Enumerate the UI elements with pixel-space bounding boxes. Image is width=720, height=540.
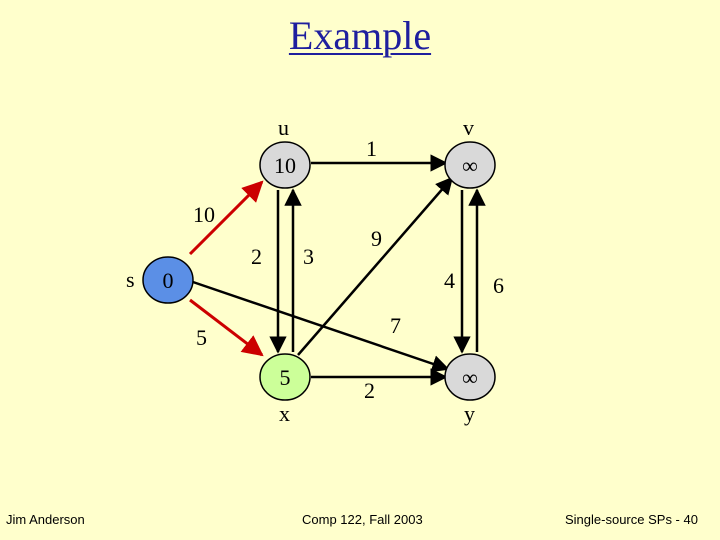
footer-author: Jim Anderson <box>6 512 85 527</box>
edge-label-u-v: 1 <box>366 136 377 161</box>
node-y: ∞ <box>444 353 496 401</box>
node-s-value: 0 <box>163 268 174 293</box>
node-s-circle <box>142 256 194 304</box>
node-name-v: v <box>463 115 474 140</box>
edge-x-v <box>297 176 454 356</box>
node-name-u: u <box>278 115 289 140</box>
node-v-circle <box>444 141 496 189</box>
node-y-circle <box>444 353 496 401</box>
node-s: 0 <box>142 256 194 304</box>
node-x-circle <box>259 353 311 401</box>
node-u-value: 10 <box>274 153 296 178</box>
footer-page-number: Single-source SPs - 40 <box>565 512 698 527</box>
node-name-y: y <box>464 401 475 426</box>
node-x: 5 <box>259 353 311 401</box>
node-v-value: ∞ <box>462 153 478 178</box>
node-name-s: s <box>126 267 135 292</box>
node-name-x: x <box>279 401 290 426</box>
node-x-value: 5 <box>280 365 291 390</box>
edge-s-y <box>189 279 450 373</box>
edge-label-s-y: 7 <box>390 313 401 338</box>
footer-course: Comp 122, Fall 2003 <box>302 512 423 527</box>
edge-label-x-v: 9 <box>371 226 382 251</box>
node-v: ∞ <box>444 141 496 189</box>
edge-label-x-u: 3 <box>303 244 314 269</box>
node-u: 10 <box>259 141 311 189</box>
node-y-value: ∞ <box>462 365 478 390</box>
slide-title: Example <box>288 13 432 58</box>
edge-label-x-y: 2 <box>364 378 375 403</box>
edge-s-u <box>188 180 264 256</box>
edge-label-s-u: 10 <box>193 202 215 227</box>
edge-label-s-x: 5 <box>196 325 207 350</box>
node-u-circle <box>259 141 311 189</box>
edge-label-y-v: 6 <box>493 273 504 298</box>
edge-s-x <box>189 298 264 357</box>
edge-label-v-y: 4 <box>444 268 455 293</box>
edge-label-u-x: 2 <box>251 244 262 269</box>
